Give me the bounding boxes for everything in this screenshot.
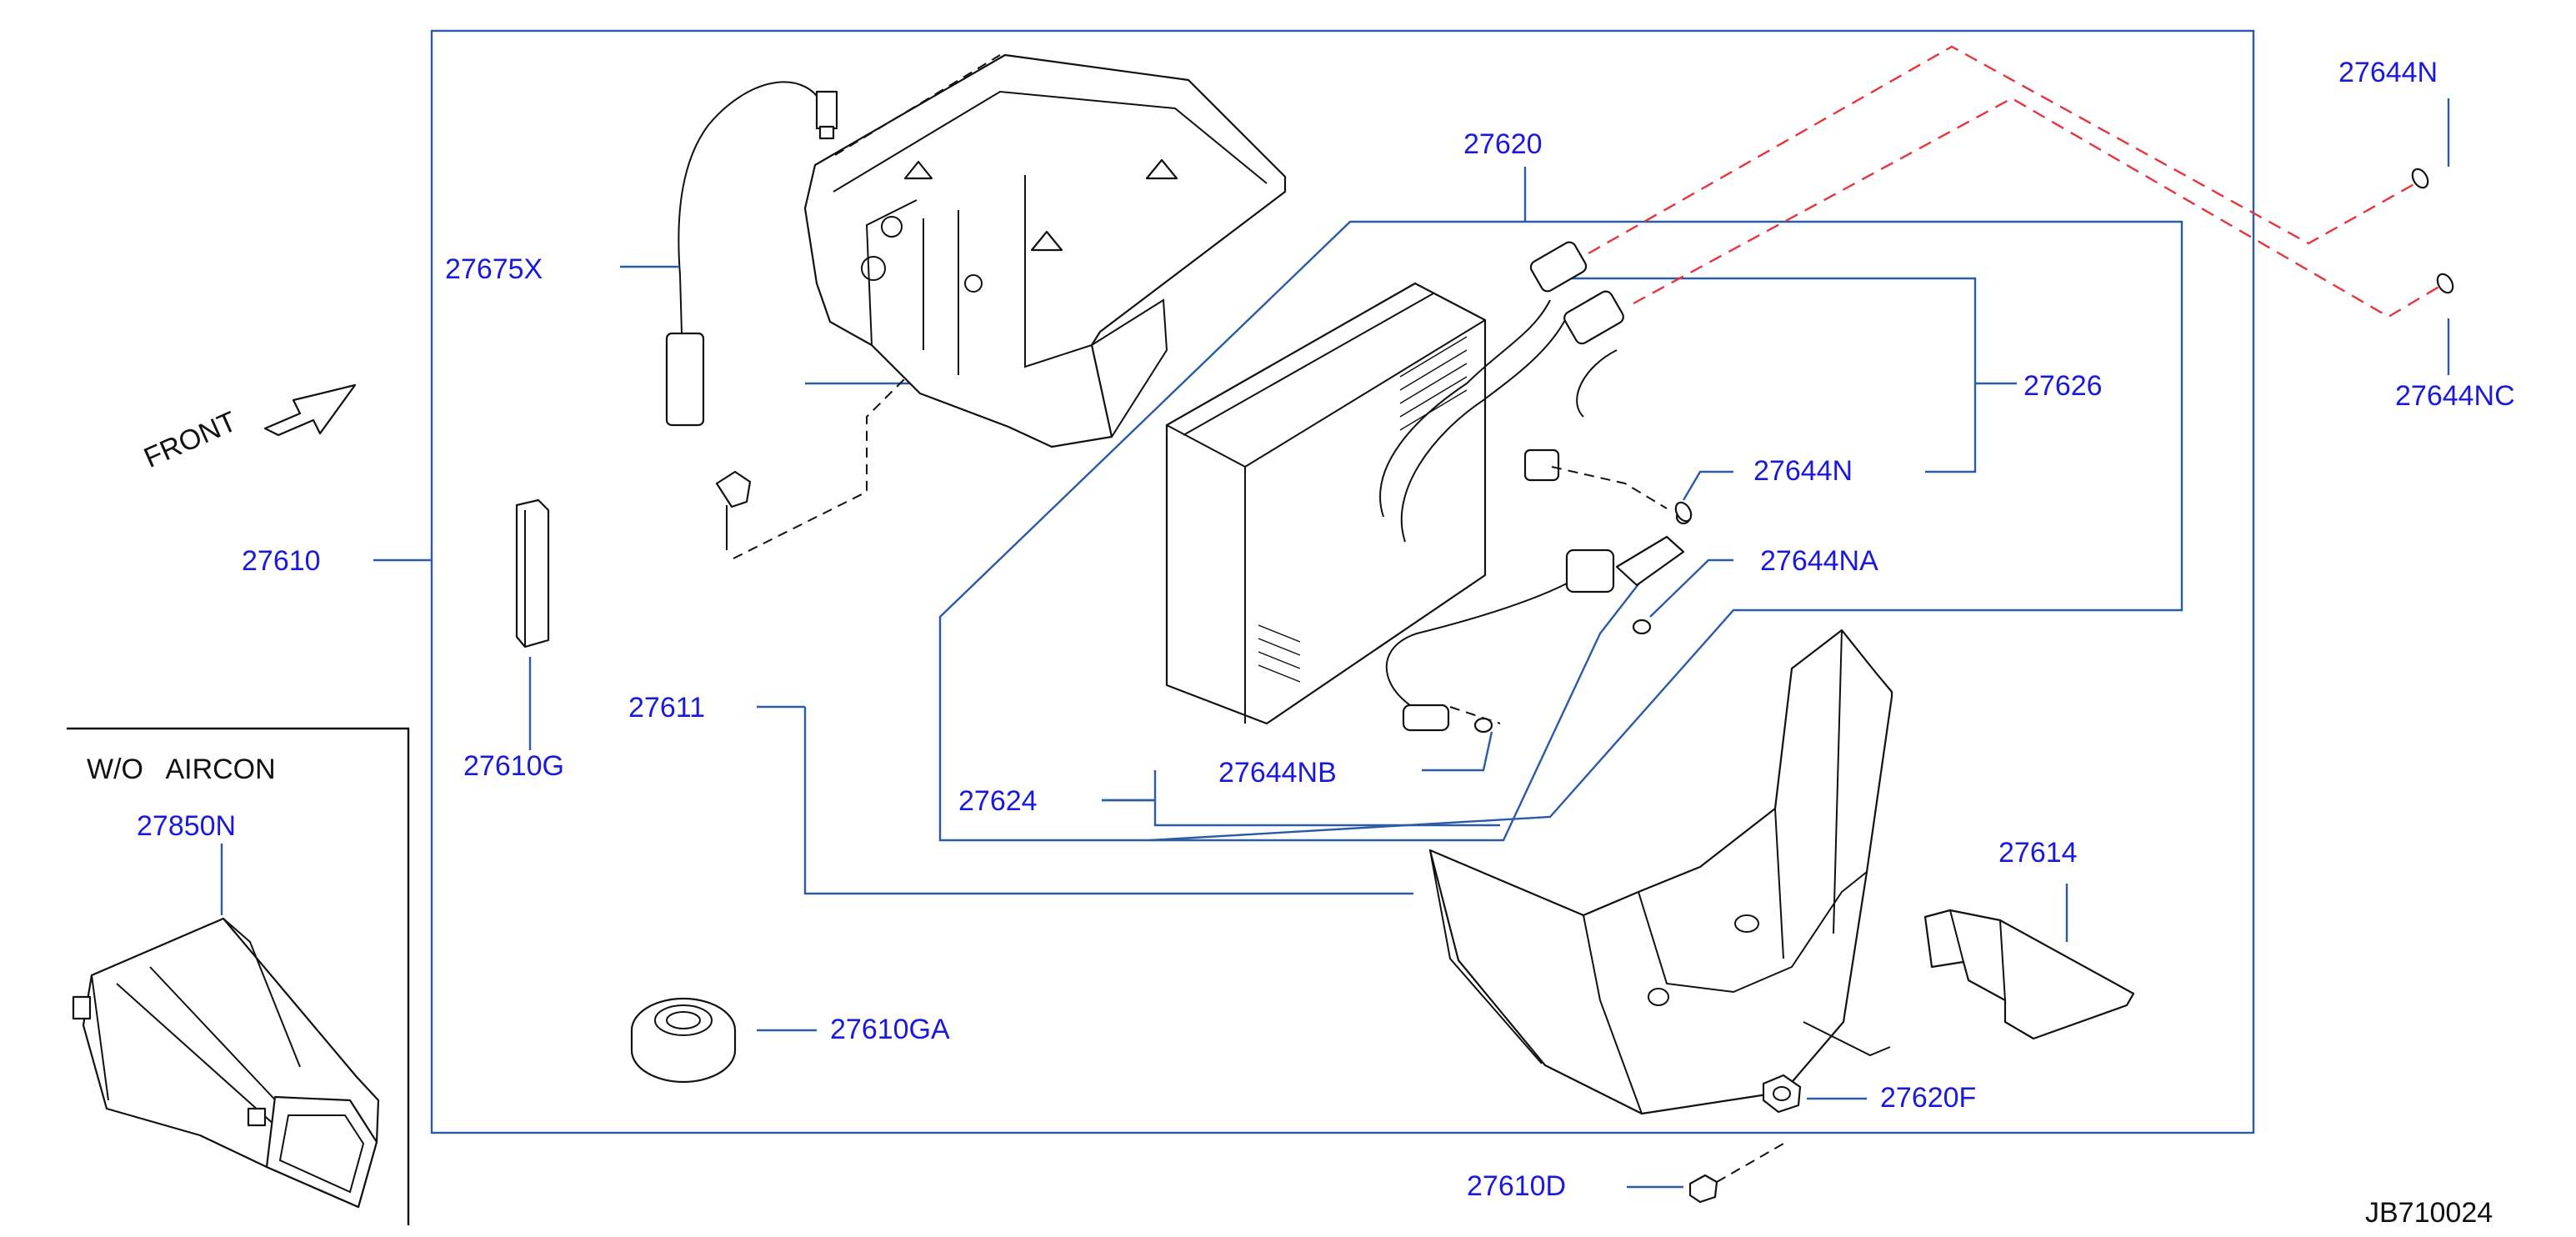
- label-27850N: 27850N: [137, 810, 237, 842]
- leader-lines: [220, 98, 2450, 1189]
- expansion-valve-part: [1385, 241, 1692, 734]
- label-27614: 27614: [1998, 837, 2078, 869]
- label-27644NB: 27644NB: [1218, 757, 1337, 789]
- label-27610: 27610: [242, 545, 321, 577]
- label-27610D: 27610D: [1467, 1170, 1567, 1202]
- label-27644NA: 27644NA: [1760, 545, 1878, 577]
- duct-part-27850n: [72, 917, 380, 1209]
- label-27610G: 27610G: [463, 750, 564, 782]
- evaporator-core-part: [1165, 282, 1568, 725]
- label-27675X: 27675X: [445, 253, 543, 285]
- main-frame: [430, 29, 2255, 1134]
- inset-title: W/O AIRCON: [87, 754, 276, 785]
- filter-strip-27610g: [515, 498, 550, 649]
- pipe-route-lines: [1588, 45, 2443, 318]
- label-27644N-top: 27644N: [2338, 57, 2438, 88]
- o-rings-27644n: [1674, 168, 2454, 523]
- label-27620F: 27620F: [1880, 1082, 1977, 1114]
- lower-case-part: [1428, 629, 1893, 1115]
- label-27644NC: 27644NC: [2395, 380, 2515, 412]
- bracket-part-27614: [1923, 909, 2135, 1040]
- screw-part-27610d: [1688, 1143, 1784, 1204]
- front-arrow-icon: [263, 383, 357, 437]
- label-27610GA: 27610GA: [830, 1014, 950, 1045]
- diagram-id: JB710024: [2365, 1197, 2493, 1229]
- nut-part-27620f: [1762, 1074, 1802, 1114]
- label-27620: 27620: [1463, 128, 1543, 160]
- inset-frame: [67, 727, 410, 1225]
- tape-roll-27610ga: [630, 997, 737, 1084]
- label-27626: 27626: [2023, 370, 2103, 402]
- label-27624: 27624: [958, 785, 1038, 817]
- label-27611: 27611: [628, 692, 706, 724]
- blower-housing-part: [803, 53, 1287, 448]
- label-27644N-mid: 27644N: [1753, 455, 1853, 487]
- sensor-part-27675x: [665, 81, 934, 559]
